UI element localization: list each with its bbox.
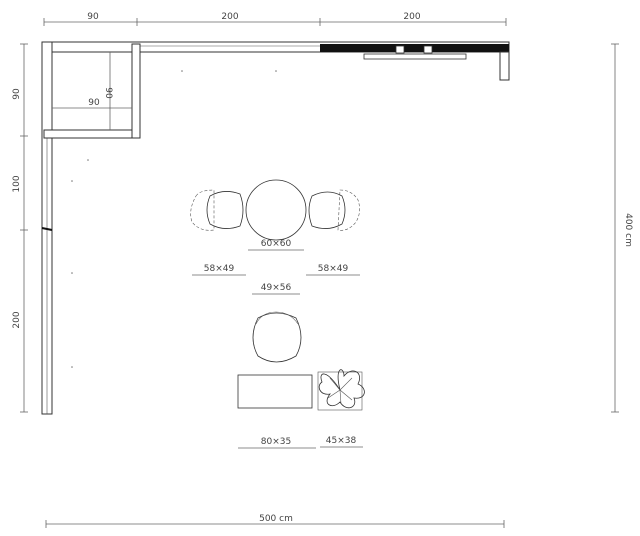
top-dim-label-2: 200 xyxy=(221,12,238,22)
chair-left xyxy=(190,189,244,231)
round-table xyxy=(245,179,307,241)
chair-right-dim: 58×49 xyxy=(318,264,349,274)
lounge-chair-dim: 49×56 xyxy=(261,283,292,293)
floor-marks xyxy=(71,70,277,368)
right-dimension: 400 cm xyxy=(611,43,633,413)
left-dim-label-1: 90 xyxy=(12,88,22,100)
nook-dimensions: 90 90 xyxy=(52,52,132,130)
left-dim-label-2: 100 xyxy=(12,175,22,192)
chair-right xyxy=(308,189,360,231)
wall-shelf xyxy=(363,45,467,60)
nook-width-label: 90 xyxy=(88,98,100,108)
bottom-dimension: 500 cm xyxy=(45,514,505,528)
nook-height-label: 90 xyxy=(103,87,113,99)
bench-dim: 80×35 xyxy=(261,437,291,447)
plant-dim: 45×38 xyxy=(326,436,357,446)
total-width-label: 500 cm xyxy=(259,514,293,524)
left-dim-label-3: 200 xyxy=(12,311,22,328)
chair-left-dim: 58×49 xyxy=(204,264,235,274)
dining-dimensions: 60×60 58×49 58×49 49×56 xyxy=(192,239,360,295)
total-height-label: 400 cm xyxy=(623,213,633,247)
left-dimension: 90 100 200 xyxy=(12,43,28,413)
walls xyxy=(41,41,510,415)
top-dim-label-3: 200 xyxy=(403,12,420,22)
bench xyxy=(237,374,313,409)
top-dimension: 90 200 200 xyxy=(43,12,507,26)
plant xyxy=(317,369,365,411)
round-table-dim: 60×60 xyxy=(261,239,292,249)
top-dim-label-1: 90 xyxy=(87,12,99,22)
lower-dimensions: 80×35 45×38 xyxy=(238,436,363,449)
window-segment xyxy=(320,44,509,52)
lounge-chair xyxy=(252,311,302,363)
